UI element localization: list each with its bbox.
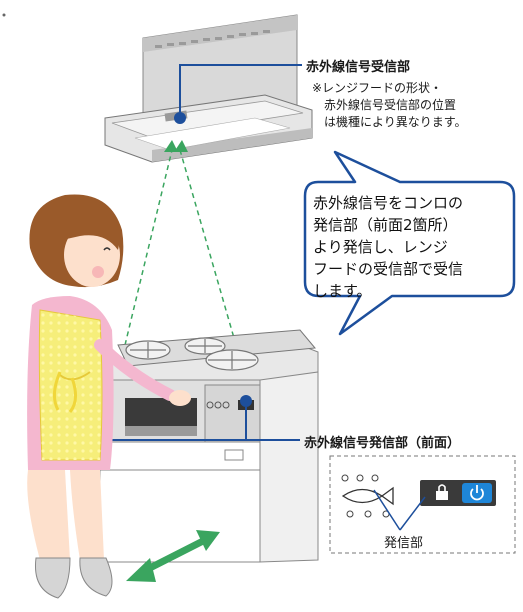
kitchen-counter (99, 329, 319, 563)
receiver-note-line-3: は機種により異なります。 (324, 115, 467, 129)
transmitter-inset-label: 発信部 (384, 536, 424, 551)
bubble-text: 赤外線信号をコンロの 発信部（前面2箇所） より発信し、レンジ フードの受信部で… (313, 192, 513, 302)
stray-dot (2, 13, 6, 17)
beam-arrowheads (164, 140, 188, 152)
transmitter-title: 赤外線信号発信部（前面） (304, 436, 461, 451)
motion-arrow-icon (126, 530, 220, 582)
fish-grill-icon (341, 486, 394, 506)
receiver-note-line-2: 赤外線信号受信部の位置 (324, 98, 457, 112)
ir-transmitter-icon (240, 395, 252, 407)
hood-vent-slots (155, 30, 270, 48)
receiver-note-line-1: ※レンジフードの形状・ (312, 81, 443, 95)
bubble-line-5: します。 (313, 282, 372, 300)
range-hood (104, 14, 313, 163)
receiver-callout-line (179, 64, 302, 112)
receiver-title: 赤外線信号受信部 (306, 60, 411, 75)
burner-grates (125, 337, 259, 371)
indicator-dots (341, 474, 390, 518)
bubble-line-1: 赤外線信号をコンロの (313, 194, 464, 212)
bubble-line-4: フードの受信部で受信 (313, 260, 464, 278)
speech-bubble (303, 150, 516, 336)
ir-beams (124, 149, 237, 346)
transmitter-inset (329, 455, 516, 554)
lock-icon (436, 484, 448, 500)
power-icon (470, 485, 484, 501)
ir-receiver-icon (174, 112, 186, 124)
woman-figure (27, 194, 191, 599)
bubble-line-2: 発信部（前面2箇所） (313, 216, 458, 234)
bubble-line-3: より発信し、レンジ (313, 238, 448, 256)
